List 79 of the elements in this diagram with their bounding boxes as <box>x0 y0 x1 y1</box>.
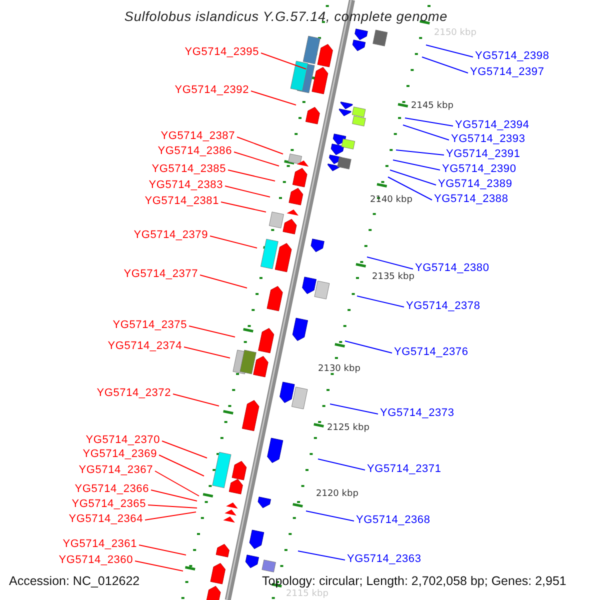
leader-line <box>330 404 378 414</box>
gene-label: YG5714_2388 <box>434 193 508 206</box>
gene-label: YG5714_2385 <box>152 163 226 176</box>
leader-line <box>402 124 450 140</box>
leader-line <box>250 90 296 106</box>
leader-line <box>144 512 196 520</box>
gene-label: YG5714_2371 <box>367 463 442 476</box>
summary-text: Topology: circular; Length: 2,702,058 bp; Genes: 2,951 <box>262 574 566 589</box>
gene-label: YG5714_2375 <box>112 319 187 332</box>
gene-label: YG5714_2373 <box>380 407 454 420</box>
gene-label: YG5714_2379 <box>134 229 208 242</box>
scale-label: 2145 kbp <box>411 101 454 112</box>
leader-line <box>200 274 248 288</box>
gene-label: YG5714_2377 <box>124 268 198 281</box>
scale-label: 2130 kbp <box>318 364 360 375</box>
leader-line <box>158 454 204 476</box>
gene-label: YG5714_2386 <box>158 145 232 158</box>
gene-label: YG5714_2387 <box>160 130 235 143</box>
gene-label: YG5714_2367 <box>78 464 153 477</box>
gene-label: YG5714_2380 <box>415 262 490 275</box>
gene-label: YG5714_2374 <box>108 340 182 353</box>
gene-label: YG5714_2398 <box>475 50 550 63</box>
leader-line <box>260 52 306 70</box>
leader-line <box>148 504 198 508</box>
leader-line <box>298 550 346 560</box>
gene-label: YG5714_2389 <box>438 178 512 191</box>
scale-label: 2120 kbp <box>316 489 358 500</box>
leader-line <box>404 118 454 126</box>
gene-label: YG5714_2392 <box>174 84 249 97</box>
gene-label: YG5714_2365 <box>72 498 146 511</box>
scale-label: 2135 kbp <box>372 272 414 283</box>
leader-line <box>356 296 404 308</box>
gene-label: YG5714_2369 <box>82 448 157 461</box>
leader-line <box>234 152 280 166</box>
scale-label: 2125 kbp <box>327 423 370 434</box>
leader-line <box>388 176 432 200</box>
leader-line <box>392 160 440 170</box>
gene-label: YG5714_2364 <box>68 513 143 526</box>
leader-line <box>154 470 200 496</box>
gene-label: YG5714_2381 <box>144 195 219 208</box>
gene-label: YG5714_2372 <box>96 387 171 400</box>
gene-label: YG5714_2376 <box>394 346 468 359</box>
gene-label: YG5714_2366 <box>74 483 149 496</box>
leader-line <box>344 340 392 354</box>
leader-line <box>422 56 468 74</box>
leader-line <box>396 150 444 156</box>
gene-label: YG5714_2370 <box>86 434 160 447</box>
leader-line <box>210 236 258 248</box>
leader-line <box>236 136 284 154</box>
gene-label: YG5714_2394 <box>455 119 530 132</box>
leader-line <box>138 544 186 556</box>
gene-label: YG5714_2393 <box>451 133 526 146</box>
diagram-title: Sulfolobus islandicus Y.G.57.14, complete genome <box>123 9 449 24</box>
leader-line <box>134 560 184 572</box>
leader-line <box>318 458 366 470</box>
gene-label: YG5714_2368 <box>356 514 430 527</box>
leader-line <box>228 170 276 182</box>
gene-label: YG5714_2363 <box>347 553 422 566</box>
leader-line <box>426 44 474 58</box>
leader-line <box>220 202 266 212</box>
gene-label: YG5714_2378 <box>406 300 480 313</box>
gene-label: YG5714_2395 <box>184 46 259 59</box>
leader-line <box>172 394 220 406</box>
leader-line <box>366 256 414 270</box>
gene-label: YG5714_2361 <box>62 538 137 551</box>
gene-label: YG5714_2360 <box>58 554 133 567</box>
gene-label: YG5714_2391 <box>446 148 520 161</box>
leader-line <box>390 170 436 186</box>
leader-line <box>184 346 230 358</box>
leader-line <box>224 186 270 198</box>
scale-label: 2140 kbp <box>370 195 412 206</box>
accession-text: Accession: NC_012622 <box>9 574 140 589</box>
gene-label: YG5714_2390 <box>442 163 516 176</box>
gene-label: YG5714_2383 <box>148 179 223 192</box>
leader-line <box>306 510 354 522</box>
leader-line <box>150 490 198 502</box>
gene-label: YG5714_2397 <box>470 66 544 79</box>
leader-line <box>162 440 208 458</box>
leader-line <box>188 326 236 338</box>
